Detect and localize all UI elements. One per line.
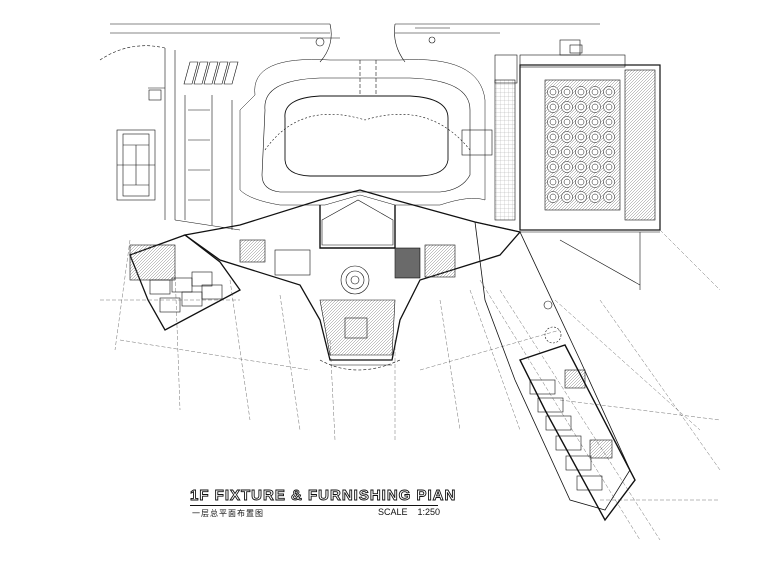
entrance-driveway xyxy=(174,95,241,231)
compass-markers xyxy=(300,27,583,54)
grid-axes xyxy=(100,229,721,541)
drawing-title-block: 1F FIXTURE & FURNISHING PIAN 一层总平面布置图 SC… xyxy=(190,487,456,527)
banquet-tables xyxy=(547,86,615,203)
scale-value: 1:250 xyxy=(417,507,440,517)
main-lobby xyxy=(183,189,522,371)
tennis-court xyxy=(116,129,156,201)
guest-room-wing xyxy=(474,221,636,522)
drawing-title-chinese: 一层总平面布置图 xyxy=(192,509,264,518)
site-boundary xyxy=(99,23,600,220)
scale-label: SCALE xyxy=(377,507,408,517)
parking-stalls xyxy=(148,61,239,101)
title-underline xyxy=(190,505,438,506)
left-guest-wing xyxy=(129,234,241,331)
drawing-scale: SCALE 1:250 xyxy=(378,507,440,517)
central-oval-courtyard xyxy=(239,59,486,206)
banquet-hall xyxy=(461,39,661,290)
drawing-title-english: 1F FIXTURE & FURNISHING PIAN xyxy=(190,487,457,505)
